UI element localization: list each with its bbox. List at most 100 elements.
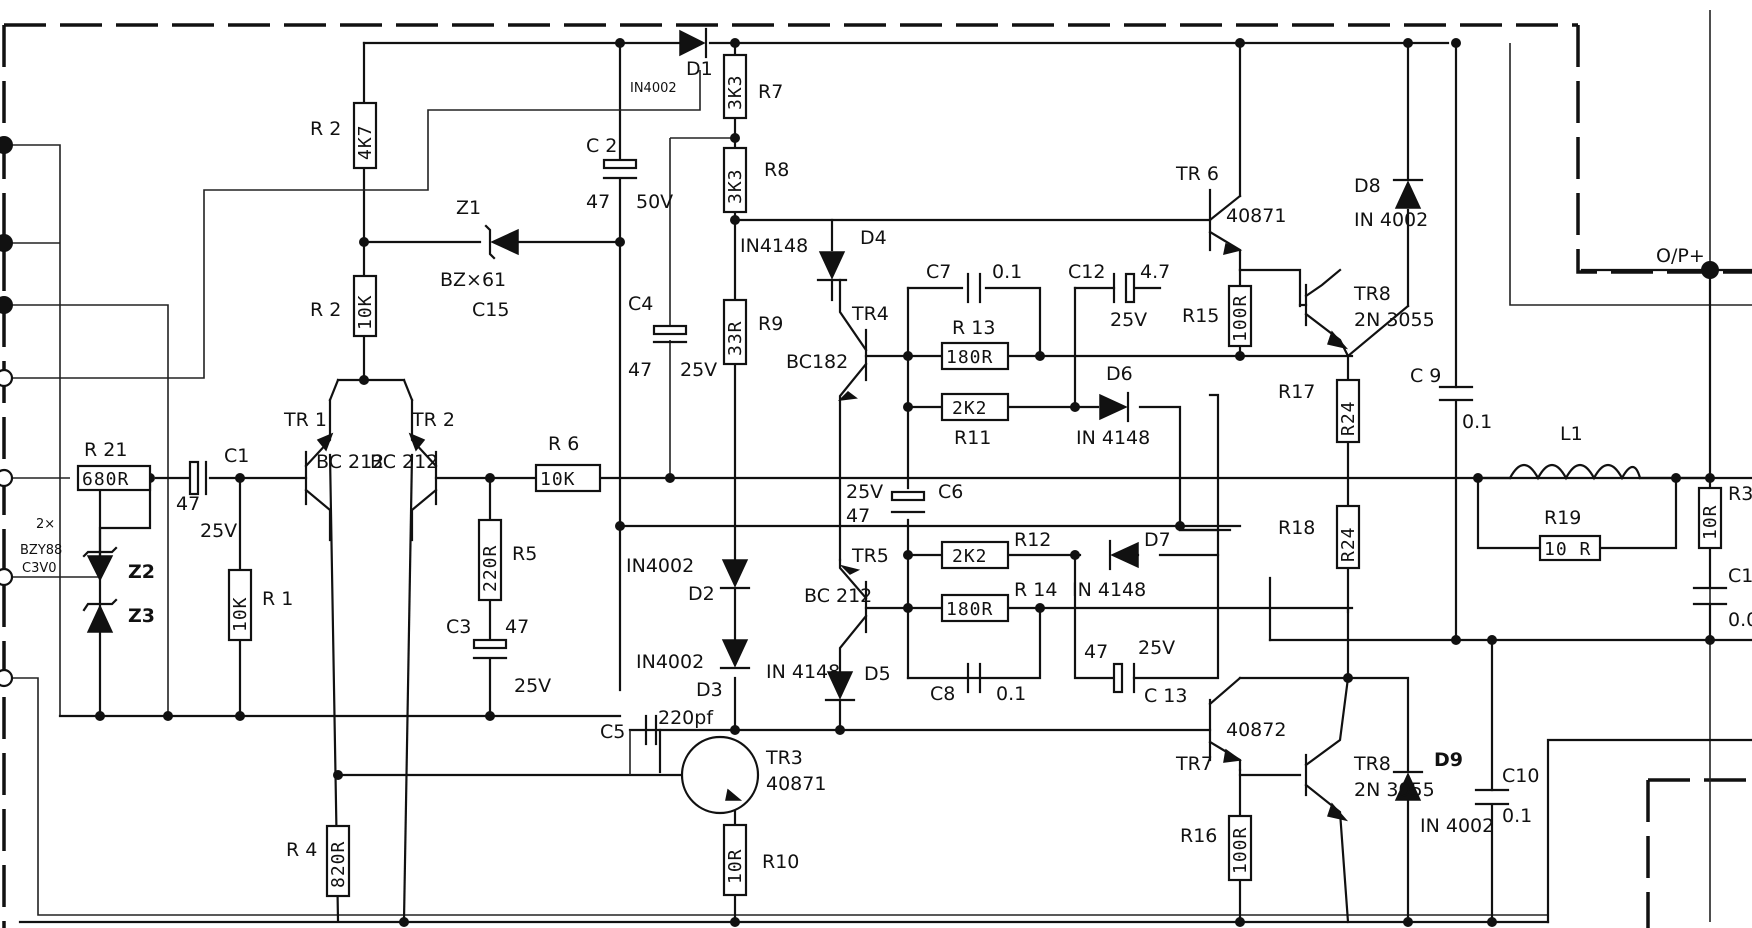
resistor-r2a: 4K7 R 2 [310, 101, 378, 170]
r7-ref: R7 [758, 81, 783, 103]
d9-ref: D9 [1434, 749, 1463, 771]
r14-value: 180R [946, 599, 993, 620]
d1-ref: D1 [686, 58, 713, 80]
r17-value: R24 [1338, 400, 1359, 436]
zener-note-part: BZY88 [20, 543, 62, 558]
capacitor-c1: C1 47 25V [176, 445, 249, 542]
tr6-ref: TR 6 [1175, 163, 1219, 185]
d6-part: IN 4148 [1076, 427, 1150, 449]
z1-part: BZ×61 [440, 269, 506, 291]
c3-ref: C3 [446, 616, 471, 638]
diode-d8: D8 IN 4002 [1354, 175, 1428, 231]
c12-voltage: 25V [1110, 309, 1147, 331]
zener-note-sub: C3V0 [22, 561, 57, 576]
d7-part: IN 4148 [1072, 579, 1146, 601]
r9-ref: R9 [758, 313, 783, 335]
c6-ref: C6 [938, 481, 963, 503]
transistor-tr3: TR3 40871 [680, 735, 826, 815]
capacitor-c3: C3 47 25V [446, 616, 551, 697]
capacitor-c13: C 13 47 25V [1084, 637, 1187, 707]
r3-value: 10R [1700, 504, 1721, 540]
tr1-ref: TR 1 [283, 409, 327, 431]
diode-d3: IN4002 D3 [636, 639, 751, 701]
diode-d7: D7 IN 4148 [1072, 529, 1171, 601]
r10-ref: R10 [762, 851, 799, 873]
c10-value: 0.1 [1502, 805, 1532, 827]
r16-ref: R16 [1180, 825, 1217, 847]
r9-value: 33R [725, 320, 746, 356]
r15-value: 100R [1230, 295, 1251, 342]
r8-value: 3K3 [725, 168, 746, 204]
d8-part: IN 4002 [1354, 209, 1428, 231]
resistor-r9: 33R R9 [722, 298, 783, 366]
r4-ref: R 4 [286, 839, 317, 861]
tr4-ref: TR4 [851, 303, 889, 325]
c2-value: 47 [586, 191, 610, 213]
zener-note: 2× BZY88 C3V0 [20, 517, 62, 576]
resistor-r10: 10R R10 [722, 823, 799, 897]
c11-ref: C11 [1728, 565, 1752, 587]
c7-value: 0.1 [992, 261, 1022, 283]
resistor-r4: 820R R 4 [286, 824, 351, 898]
resistor-r1: 10K R 1 [227, 568, 293, 642]
zener-z3: Z3 [82, 598, 155, 633]
c8-ref: C8 [930, 683, 955, 705]
tr5-ref: TR5 [851, 545, 889, 567]
tr3-ref: TR3 [765, 747, 803, 769]
resistor-r3: 10R R3 [1697, 483, 1752, 550]
r11-value: 2K2 [952, 398, 988, 419]
c12-ref: C12 [1068, 261, 1105, 283]
c9-value: 0.1 [1462, 411, 1492, 433]
resistor-r19: 10 R R19 [1538, 507, 1602, 562]
tr6-part: 40871 [1226, 205, 1286, 227]
tr3-part: 40871 [766, 773, 826, 795]
resistor-r18: R24 R18 [1278, 504, 1361, 570]
capacitor-c5: C5 220pf [600, 707, 714, 775]
diode-d6: D6 IN 4148 [1076, 363, 1150, 449]
c7-ref: C7 [926, 261, 951, 283]
resistor-r14: 180R R 14 [940, 579, 1057, 623]
dashed-enclosure [2, 23, 1752, 928]
c12-value: 4.7 [1140, 261, 1170, 283]
transistor-tr1: TR 1 BC 212 [283, 398, 384, 542]
resistor-r7: 3K3 R7 [722, 53, 783, 120]
r6-value: 10K [540, 469, 576, 490]
c5-value: 220pf [658, 707, 714, 729]
r10-value: 10R [725, 848, 746, 884]
tr8a-part: 2N 3055 [1354, 309, 1435, 331]
diode-d4: IN4148 D4 [740, 227, 887, 282]
r1-value: 10K [230, 596, 251, 632]
c9-ref: C 9 [1410, 365, 1441, 387]
resistor-r21: 680R R 21 [76, 439, 152, 492]
d5-ref: D5 [864, 663, 891, 685]
z2-ref: Z2 [128, 561, 155, 583]
r6-ref: R 6 [548, 433, 579, 455]
c1-value: 47 [176, 493, 200, 515]
r12-value: 2K2 [952, 546, 988, 567]
r2a-ref: R 2 [310, 118, 341, 140]
capacitor-c7: C7 0.1 [926, 261, 1022, 304]
c6-value: 47 [846, 505, 870, 527]
r3-ref: R3 [1728, 483, 1752, 505]
resistor-r6: 10K R 6 [534, 433, 602, 493]
r11-ref: R11 [954, 427, 991, 449]
resistor-r12: 2K2 R12 [940, 529, 1051, 570]
tr2-ref: TR 2 [411, 409, 455, 431]
zener-z2: Z2 [82, 546, 155, 583]
d4-part: IN4148 [740, 235, 808, 257]
r7-value: 3K3 [725, 74, 746, 110]
resistor-r2b: 10K R 2 [310, 274, 378, 338]
capacitor-c10: C10 0.1 [1474, 765, 1539, 827]
r2b-ref: R 2 [310, 299, 341, 321]
capacitor-c11: C11 0.04 [1692, 565, 1752, 631]
diode-d1: D1 IN4002 [630, 27, 713, 96]
r13-value: 180R [946, 347, 993, 368]
d6-ref: D6 [1106, 363, 1133, 385]
zener-z1: Z1 BZ×61 C15 [440, 197, 519, 321]
c3-voltage: 25V [514, 675, 551, 697]
wiring [0, 10, 1752, 924]
r5-ref: R5 [512, 543, 537, 565]
c2-voltage: 50V [636, 191, 673, 213]
r15-ref: R15 [1182, 305, 1219, 327]
